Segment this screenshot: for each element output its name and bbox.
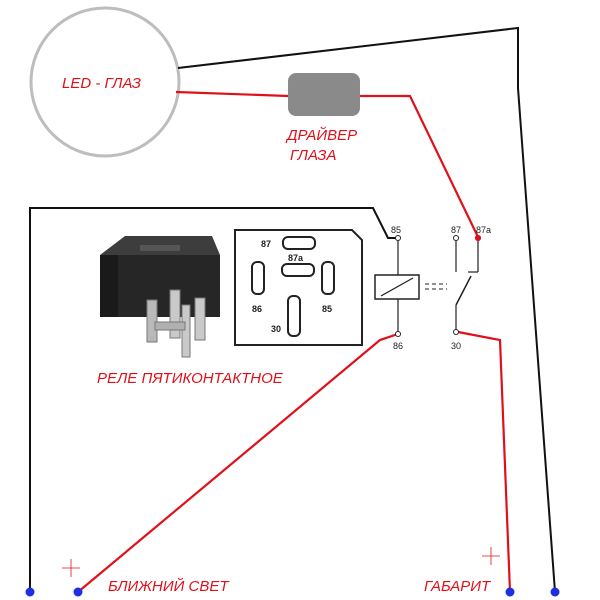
schematic-label-30: 30 (451, 341, 461, 351)
pinout-label-30: 30 (271, 324, 281, 334)
driver-module (288, 73, 360, 116)
red-wire-86-to-low-beam (77, 332, 399, 593)
pinout-label-85: 85 (322, 304, 332, 314)
terminal-ground-left (25, 587, 35, 597)
crosshair-marker-left (62, 559, 80, 577)
pinout-label-87: 87 (261, 239, 271, 249)
driver-label-line2: ГЛАЗА (290, 147, 337, 164)
parking-light-label: ГАБАРИТ (424, 578, 492, 595)
terminal-parking (505, 587, 515, 597)
terminal-low-beam (73, 587, 83, 597)
crosshair-marker-right (482, 547, 500, 565)
red-wire-30-to-parking (457, 330, 512, 593)
schematic-label-87a: 87a (476, 225, 491, 235)
junction-87a (475, 235, 481, 241)
schematic-label-87: 87 (451, 225, 461, 235)
driver-label-line1: ДРАЙВЕР (285, 126, 357, 144)
relay-schematic: 85 86 87 87a 30 (374, 225, 491, 351)
relay-pinout: 87 87a 86 85 30 (234, 229, 363, 346)
schematic-label-86: 86 (393, 341, 403, 351)
led-eye-circle (29, 6, 181, 158)
led-eye-label: LED - ГЛАЗ (62, 75, 141, 92)
low-beam-label: БЛИЖНИЙ СВЕТ (108, 577, 230, 595)
relay-caption: РЕЛЕ ПЯТИКОНТАКТНОЕ (97, 370, 284, 387)
pinout-label-86: 86 (252, 304, 262, 314)
terminal-ground-right (550, 587, 560, 597)
red-wire-driver-to-87a (360, 94, 479, 238)
pinout-label-87a: 87a (288, 253, 304, 263)
schematic-label-85: 85 (391, 225, 401, 235)
relay-photo (100, 236, 220, 358)
black-wire-led-to-right (177, 26, 556, 593)
switch-arm (455, 275, 472, 306)
red-wire-led-to-driver (175, 90, 289, 98)
black-wire-left-ground (29, 207, 397, 592)
